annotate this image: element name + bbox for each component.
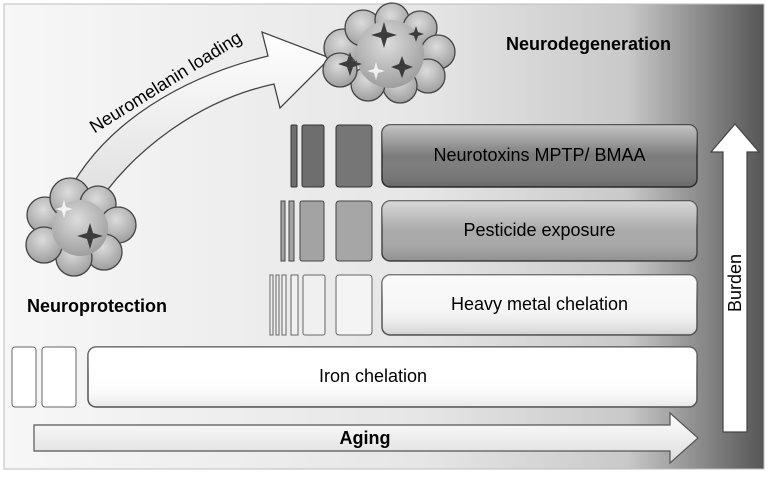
tier-label-neurotoxins: Neurotoxins MPTP/ BMAA [433, 145, 646, 165]
burden-arrow [709, 123, 761, 433]
aging-arrow [33, 411, 699, 465]
cloud-icon [25, 177, 137, 277]
tier-label-pesticide: Pesticide exposure [463, 220, 616, 240]
tier-pesticide [280, 200, 698, 262]
sparkle-icon [55, 200, 103, 249]
tier-iron [11, 346, 698, 408]
neurodegeneration-label: Neurodegeneration [506, 34, 672, 54]
tier-label-iron: Iron chelation [318, 366, 428, 386]
sparkle-icon [338, 22, 424, 80]
tier-neurotoxins [290, 124, 698, 188]
cloud-icon [322, 2, 456, 104]
tier-heavy-metal [269, 274, 698, 336]
aging-label: Aging [339, 428, 391, 448]
tier-label-heavy-metal: Heavy metal chelation [450, 294, 629, 314]
neuroprotection-label: Neuroprotection [27, 296, 168, 316]
burden-label: Burden [725, 253, 745, 312]
